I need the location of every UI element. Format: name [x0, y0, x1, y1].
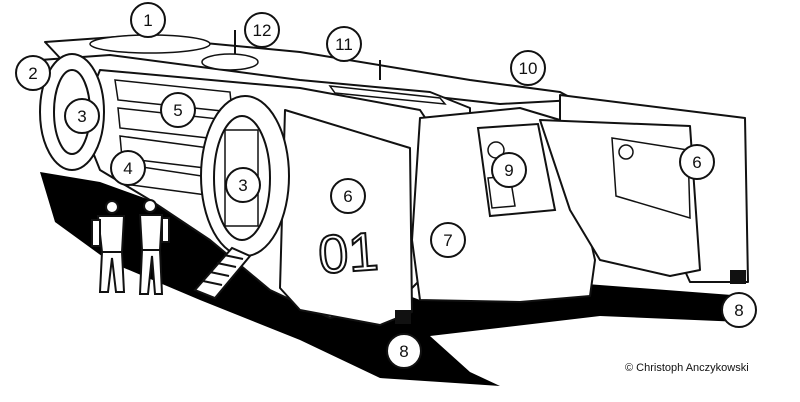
- callout-c8b: 8: [386, 333, 422, 369]
- callout-circle: [244, 12, 280, 48]
- callout-label: 8: [734, 301, 743, 320]
- callout-circle: [110, 150, 146, 186]
- callout-circle: [721, 292, 757, 328]
- callout-c3b: 3: [225, 167, 261, 203]
- callout-circle: [130, 2, 166, 38]
- callout-label: 8: [399, 342, 408, 361]
- crew-figure: [138, 199, 170, 295]
- callout-circle: [326, 26, 362, 62]
- callout-label: 2: [28, 64, 37, 83]
- callout-circle: [430, 222, 466, 258]
- callout-label: 10: [519, 59, 538, 78]
- nose-window: [611, 137, 691, 220]
- callout-label: 3: [238, 176, 247, 195]
- callout-c12: 12: [244, 12, 280, 48]
- callout-label: 11: [335, 35, 353, 54]
- callout-label: 3: [77, 107, 86, 126]
- callout-label: 5: [173, 101, 182, 120]
- callout-label: 6: [692, 153, 701, 172]
- callout-c1: 1: [130, 2, 166, 38]
- callout-circle: [160, 92, 196, 128]
- callout-c9: 9: [491, 152, 527, 188]
- landing-skids: [395, 270, 746, 324]
- callout-label: 12: [253, 21, 272, 40]
- callout-circle: [386, 333, 422, 369]
- callout-c7: 7: [430, 222, 466, 258]
- hull-marking: 01: [316, 221, 380, 285]
- callout-c8a: 8: [721, 292, 757, 328]
- crew-figure: [91, 200, 126, 293]
- callout-c3a: 3: [64, 98, 100, 134]
- callout-label: 4: [123, 159, 132, 178]
- callout-c5: 5: [160, 92, 196, 128]
- callout-c4: 4: [110, 150, 146, 186]
- callout-c11: 11: [326, 26, 362, 62]
- callout-c6b: 6: [679, 144, 715, 180]
- side-hatch: [200, 95, 290, 257]
- callout-c10: 10: [510, 50, 546, 86]
- roof-details: [89, 30, 447, 105]
- boarding-ramp: [193, 246, 252, 300]
- callout-circle: [64, 98, 100, 134]
- callout-circle: [510, 50, 546, 86]
- callout-circle: [491, 152, 527, 188]
- callout-circle: [679, 144, 715, 180]
- callout-label: 7: [443, 231, 452, 250]
- callout-c6a: 6: [330, 178, 366, 214]
- callout-label: 1: [143, 11, 152, 30]
- callout-circle: [15, 55, 51, 91]
- callout-circle: [330, 178, 366, 214]
- callout-label: 9: [504, 161, 513, 180]
- copyright-text: © Christoph Anczykowski: [625, 362, 749, 374]
- callout-circle: [225, 167, 261, 203]
- callout-c2: 2: [15, 55, 51, 91]
- callout-label: 6: [343, 187, 352, 206]
